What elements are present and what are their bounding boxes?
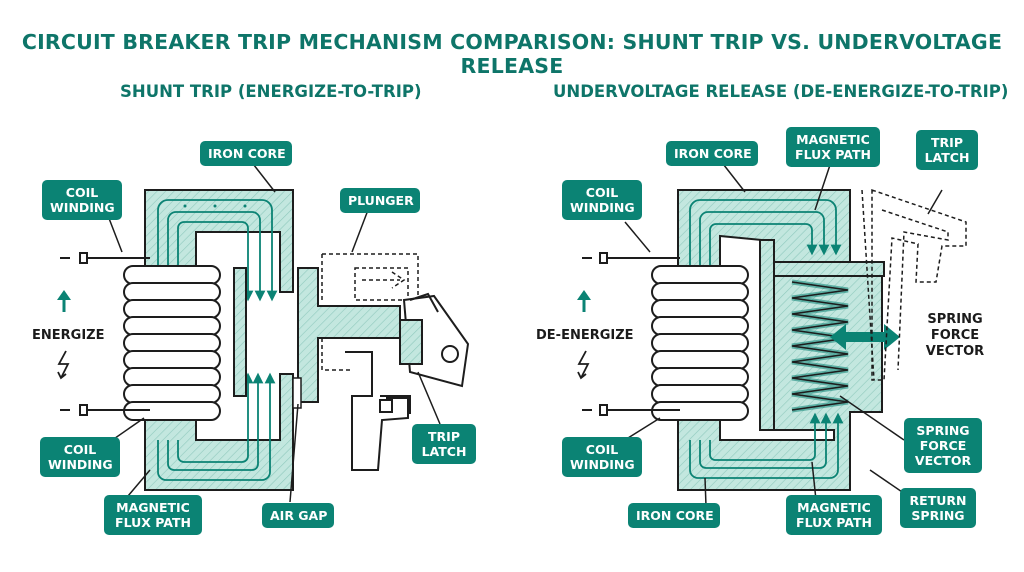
left-armature	[233, 267, 247, 397]
shunt-trip-diagram	[57, 159, 470, 503]
air-gap-label: AIR GAP	[262, 503, 334, 528]
right-coil-winding-top-label: COIL WINDING	[562, 180, 642, 220]
spring-force-arrow-icon	[830, 324, 900, 350]
right-trip-latch-ghost	[861, 188, 967, 381]
right-trip-latch-label: TRIP LATCH	[916, 130, 978, 170]
energize-label: ENERGIZE	[32, 328, 105, 343]
lightning-bolt-icon	[57, 350, 70, 380]
left-trip-latch	[345, 292, 470, 471]
left-flux-lines	[157, 199, 278, 481]
right-iron-core-bottom-label: IRON CORE	[628, 503, 720, 528]
return-spring-label: RETURN SPRING	[900, 488, 976, 528]
spring-force-vector-text: SPRING FORCE VECTOR	[925, 312, 985, 359]
right-iron-core-top-label: IRON CORE	[666, 141, 758, 166]
right-flux-path-top-label: MAGNETIC FLUX PATH	[786, 127, 880, 167]
plunger-label: PLUNGER	[340, 188, 420, 213]
left-coil-winding	[123, 265, 221, 421]
right-subtitle: UNDERVOLTAGE RELEASE (DE-ENERGIZE-TO-TRI…	[553, 82, 1009, 101]
right-coil-winding	[651, 265, 749, 421]
page-title: CIRCUIT BREAKER TRIP MECHANISM COMPARISO…	[21, 30, 1003, 78]
spring-force-vector-label: SPRING FORCE VECTOR	[904, 418, 982, 473]
left-leads	[60, 252, 150, 416]
left-subtitle: SHUNT TRIP (ENERGIZE-TO-TRIP)	[120, 82, 422, 101]
energize-arrow-icon	[57, 290, 71, 312]
de-energize-label: DE-ENERGIZE	[536, 328, 634, 343]
right-flux-lines	[689, 199, 844, 479]
right-flux-path-bottom-label: MAGNETIC FLUX PATH	[786, 495, 882, 535]
left-flux-path-label: MAGNETIC FLUX PATH	[104, 495, 202, 535]
left-coil-winding-top-label: COIL WINDING	[42, 180, 122, 220]
right-lightning-bolt-icon	[577, 350, 590, 380]
de-energize-arrow-icon	[577, 290, 591, 312]
left-iron-core-label: IRON CORE	[200, 141, 292, 166]
right-coil-winding-bottom-label: COIL WINDING	[562, 437, 642, 477]
return-spring-coil	[791, 279, 849, 413]
left-plunger	[297, 267, 401, 403]
left-plunger-ghost	[321, 253, 419, 306]
right-leads	[582, 252, 680, 416]
left-coil-winding-bottom-label: COIL WINDING	[40, 437, 120, 477]
undervoltage-release-diagram	[577, 159, 967, 507]
left-trip-latch-label: TRIP LATCH	[412, 424, 476, 464]
